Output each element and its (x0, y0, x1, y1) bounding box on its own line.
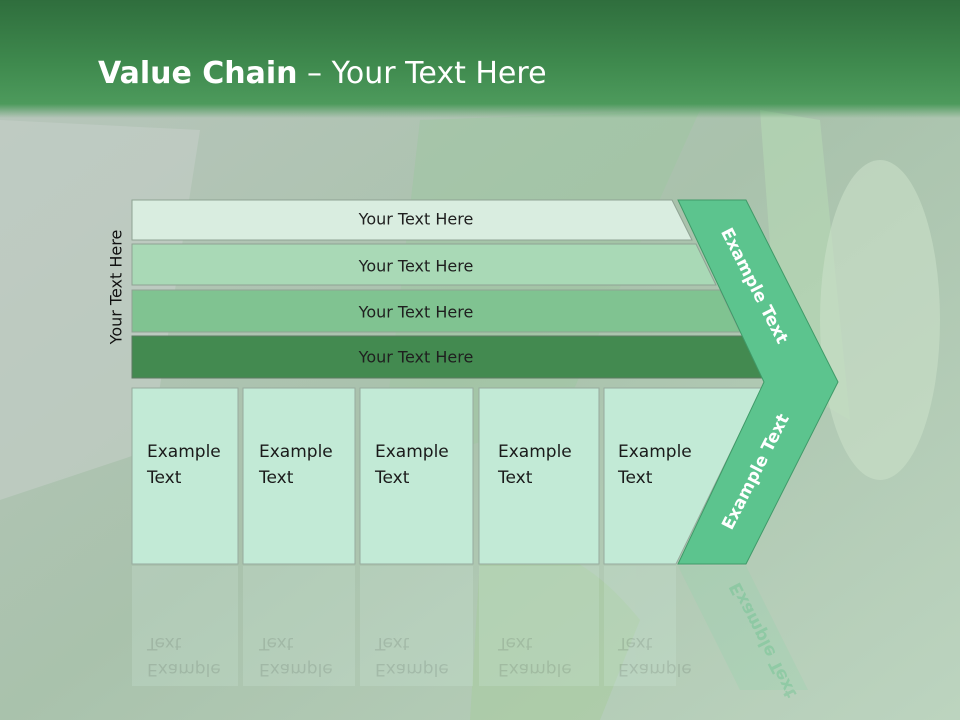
page-title: Value Chain – Your Text Here (98, 56, 547, 91)
title-bold: Value Chain (98, 56, 298, 91)
row-label-2: Your Text Here (358, 256, 474, 276)
title-rest: – Your Text Here (297, 56, 547, 91)
row-bar-2[interactable] (131, 243, 717, 286)
row-bar-1[interactable] (131, 199, 693, 241)
activity-box-5[interactable] (603, 387, 763, 565)
row-label-1: Your Text Here (358, 209, 474, 229)
activity-box-4[interactable] (478, 387, 600, 565)
margin-chevron-reflection (678, 566, 808, 690)
row-label-4: Your Text Here (358, 347, 474, 367)
activity-box-2[interactable] (242, 387, 356, 565)
boxes-reflection (132, 566, 676, 686)
activity-box-3[interactable] (359, 387, 474, 565)
header-bar (0, 0, 960, 118)
margin-chevron-arrow[interactable] (677, 199, 839, 565)
row-label-3: Your Text Here (358, 302, 474, 322)
activity-box-1[interactable] (131, 387, 239, 565)
